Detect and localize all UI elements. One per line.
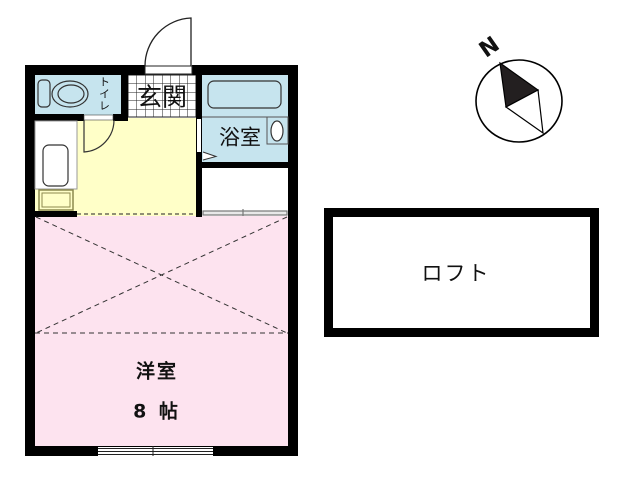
closet-floor	[202, 168, 288, 212]
loft-above-markers	[35, 216, 288, 334]
window-bottom[interactable]	[98, 446, 213, 456]
western-room-floor	[35, 216, 288, 447]
stove-icon	[38, 189, 74, 211]
bath-step-marker-icon	[202, 151, 218, 161]
bathroom-label: 浴室	[219, 125, 261, 150]
western-room-label: 洋室	[135, 360, 179, 383]
kitchen-sink-icon	[42, 144, 69, 187]
wall-bath-closet	[196, 162, 288, 168]
loft-label: ロフト	[421, 261, 491, 286]
closet-sliding-doors[interactable]	[202, 209, 288, 216]
wall-toilet-kitchen-right	[113, 114, 128, 121]
toilet-label: トイレ	[97, 76, 111, 112]
wall-toilet-entrance	[121, 75, 128, 121]
wall-toilet-kitchen-left	[35, 114, 84, 121]
compass-icon	[475, 59, 563, 143]
western-room-size: 8 帖	[133, 400, 181, 423]
bathtub-icon	[207, 80, 282, 109]
wall-kitchen-bottom	[35, 211, 77, 217]
loft-walls	[324, 208, 599, 337]
bath-door-opening[interactable]	[197, 119, 201, 152]
washbasin-icon	[270, 120, 284, 142]
entrance-door-swing[interactable]	[144, 17, 192, 67]
toilet-door-swing[interactable]	[83, 119, 115, 153]
toilet-fixture-icon	[37, 79, 89, 108]
toilet-door-opening	[83, 114, 114, 121]
entrance-label: 玄関	[136, 82, 188, 112]
entrance-door-sill	[144, 65, 193, 75]
